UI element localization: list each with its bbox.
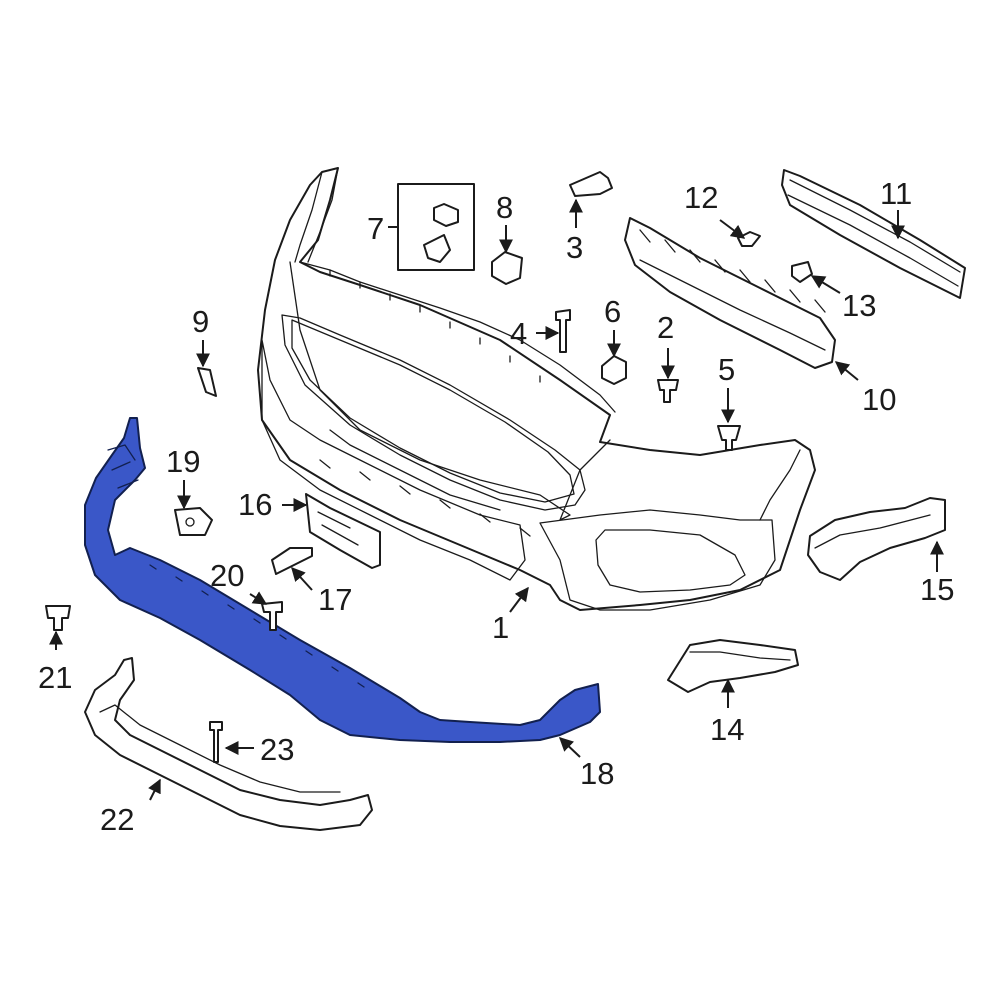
fastener-parts (45, 171, 813, 763)
callout-20: 20 (210, 558, 244, 593)
impact-bar-part (781, 169, 966, 299)
side-bracket-right-part (807, 497, 946, 581)
license-plate-bracket-part (305, 493, 381, 569)
lower-bracket-part (84, 657, 373, 831)
callout-3: 3 (566, 230, 583, 265)
callout-10: 10 (862, 382, 896, 417)
retainer-clip-19-part (174, 507, 213, 536)
callout-15: 15 (920, 572, 954, 607)
retainer-clip-9-part (197, 367, 217, 397)
callout-23: 23 (260, 732, 294, 767)
callout-22: 22 (100, 802, 134, 837)
bumper-cover-part (257, 167, 816, 611)
callout-1: 1 (492, 610, 509, 645)
leader-arrows (49, 198, 944, 801)
callout-11: 11 (880, 176, 912, 211)
nut-kit-box-part (397, 183, 475, 271)
callout-6: 6 (604, 294, 621, 329)
lower-valance-spoiler-part (84, 417, 601, 743)
callout-16: 16 (238, 487, 272, 522)
callout-18: 18 (580, 756, 614, 791)
callout-8: 8 (496, 190, 513, 225)
bracket-left-part (667, 639, 799, 693)
callout-13: 13 (842, 288, 876, 323)
callout-19: 19 (166, 444, 200, 479)
callout-labels: 1 2 3 4 5 6 7 8 9 10 11 12 13 14 15 16 1… (38, 176, 954, 837)
callout-17: 17 (318, 582, 352, 617)
energy-absorber-part (624, 217, 836, 369)
callout-7: 7 (367, 211, 384, 246)
callout-5: 5 (718, 352, 735, 387)
callout-12: 12 (684, 180, 718, 215)
callout-2: 2 (657, 310, 674, 345)
callout-14: 14 (710, 712, 744, 747)
callout-21: 21 (38, 660, 72, 695)
callout-9: 9 (192, 304, 209, 339)
callout-4: 4 (510, 316, 527, 351)
